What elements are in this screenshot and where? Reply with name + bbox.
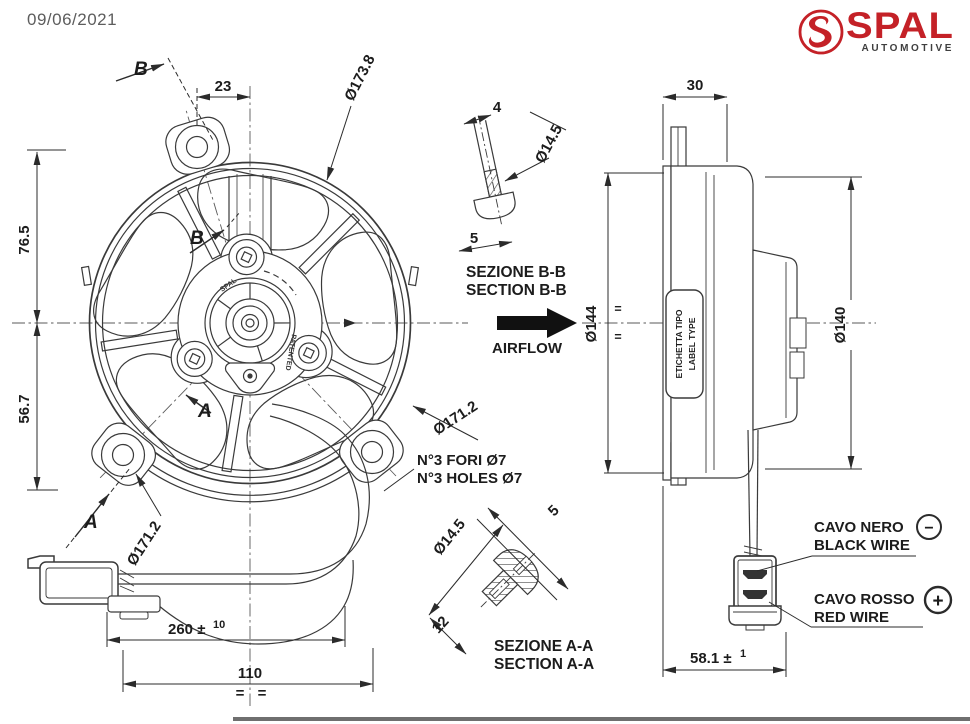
dim-76-5: 76.5 (16, 225, 33, 254)
logo-sub-text: AUTOMOTIVE (861, 43, 954, 55)
dim-23: 23 (215, 78, 232, 95)
dim-110: 110 (238, 665, 262, 682)
section-bb-dia: Ø14.5 (532, 122, 566, 166)
dim-total-depth: 58.1 ± (690, 650, 732, 667)
section-aa-dim-5: 5 (545, 502, 563, 520)
label-plate-text-it: ETICHETTA TIPO (674, 309, 684, 378)
wire-positive-label-en: RED WIRE (814, 609, 889, 626)
section-b-label-inner: B (190, 228, 204, 249)
bottom-strip (233, 717, 970, 721)
plus-icon: + (932, 591, 943, 612)
mounting-tabs (91, 116, 404, 486)
airflow-arrow (497, 308, 577, 338)
dim-bolt-circle-right: Ø171.2 (430, 398, 481, 439)
section-bb-title-en: SECTION B-B (466, 282, 567, 299)
airflow-label: AIRFLOW (492, 340, 563, 357)
section-b-label-outer: B (134, 59, 148, 80)
dim-56-7: 56.7 (16, 394, 33, 423)
front-view-dimensions (27, 57, 479, 692)
minus-icon: − (924, 520, 933, 537)
shroud-struts (100, 186, 387, 473)
equal-mark-top: = (614, 302, 621, 316)
label-plate (665, 289, 704, 399)
minus-symbol-circle (916, 514, 942, 540)
shroud-rings (80, 161, 420, 503)
logo-brand-text: SPAL (846, 4, 954, 46)
dim-cable-length-tol: 10 (213, 619, 225, 631)
plus-symbol-circle (923, 585, 953, 615)
spal-logo: SPAL AUTOMOTIVE (797, 4, 954, 56)
connector-side (728, 555, 782, 631)
section-aa-title-en: SECTION A-A (494, 656, 594, 673)
dim-30: 30 (687, 77, 704, 94)
section-bb-dim-4: 4 (493, 99, 502, 116)
connector-front (27, 555, 161, 620)
section-bb-dim-5: 5 (470, 230, 478, 247)
hub-screws (176, 238, 327, 378)
dim-fan-diameter: Ø173.8 (341, 52, 378, 104)
section-aa-dia: Ø14.5 (430, 516, 469, 558)
motor-hub (170, 233, 333, 396)
equal-mark-right: = (258, 685, 267, 702)
section-a-label-inner: A (197, 401, 212, 422)
section-aa-title-it: SEZIONE A-A (494, 638, 593, 655)
dim-cable-length: 260 ± (168, 621, 205, 638)
holes-note-en: N°3 HOLES Ø7 (417, 470, 522, 487)
wire-positive-label-it: CAVO ROSSO (814, 591, 915, 608)
dim-mount-diameter: Ø144 (583, 305, 600, 342)
date-label: 09/06/2021 (27, 10, 118, 29)
wire-negative-label-it: CAVO NERO (814, 519, 904, 536)
section-aa-dim-12: 12 (429, 613, 453, 637)
dim-blade-diameter: Ø140 (832, 307, 849, 344)
section-bb-detail (458, 111, 567, 253)
label-plate-text-en: LABEL TYPE (687, 317, 697, 370)
section-a-label-outer: A (83, 512, 98, 533)
spal-logo-icon (798, 9, 844, 55)
side-view (662, 126, 807, 631)
dim-bolt-circle-left: Ø171.2 (124, 518, 165, 569)
hub-spokes (217, 283, 290, 362)
section-bb-title-it: SEZIONE B-B (466, 264, 566, 281)
front-view (27, 116, 420, 645)
holes-note-it: N°3 FORI Ø7 (417, 452, 506, 469)
equal-mark-left: = (236, 685, 245, 702)
equal-mark-bottom: = (614, 330, 621, 344)
wire-negative-label-en: BLACK WIRE (814, 537, 910, 554)
section-aa-detail (428, 507, 569, 655)
dim-total-depth-tol: 1 (740, 648, 746, 660)
side-view-dimensions (604, 93, 953, 677)
